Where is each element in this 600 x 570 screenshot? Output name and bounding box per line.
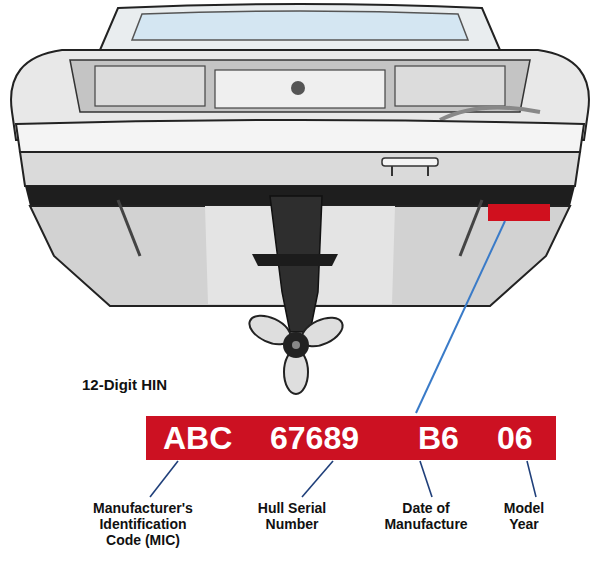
hin-segment: ABC bbox=[163, 422, 232, 454]
hin-segment: B6 bbox=[418, 422, 459, 454]
field-label: Hull Serial Number bbox=[242, 500, 342, 532]
hin-segment: 06 bbox=[497, 422, 533, 454]
hin-band: ABC 67689 B6 06 bbox=[146, 416, 556, 460]
field-label: Date of Manufacture bbox=[374, 500, 478, 532]
field-label: Manufacturer's Identification Code (MIC) bbox=[84, 500, 202, 548]
diagram-heading: 12-Digit HIN bbox=[82, 376, 167, 393]
hin-segment: 67689 bbox=[270, 422, 359, 454]
field-label: Model Year bbox=[492, 500, 556, 532]
